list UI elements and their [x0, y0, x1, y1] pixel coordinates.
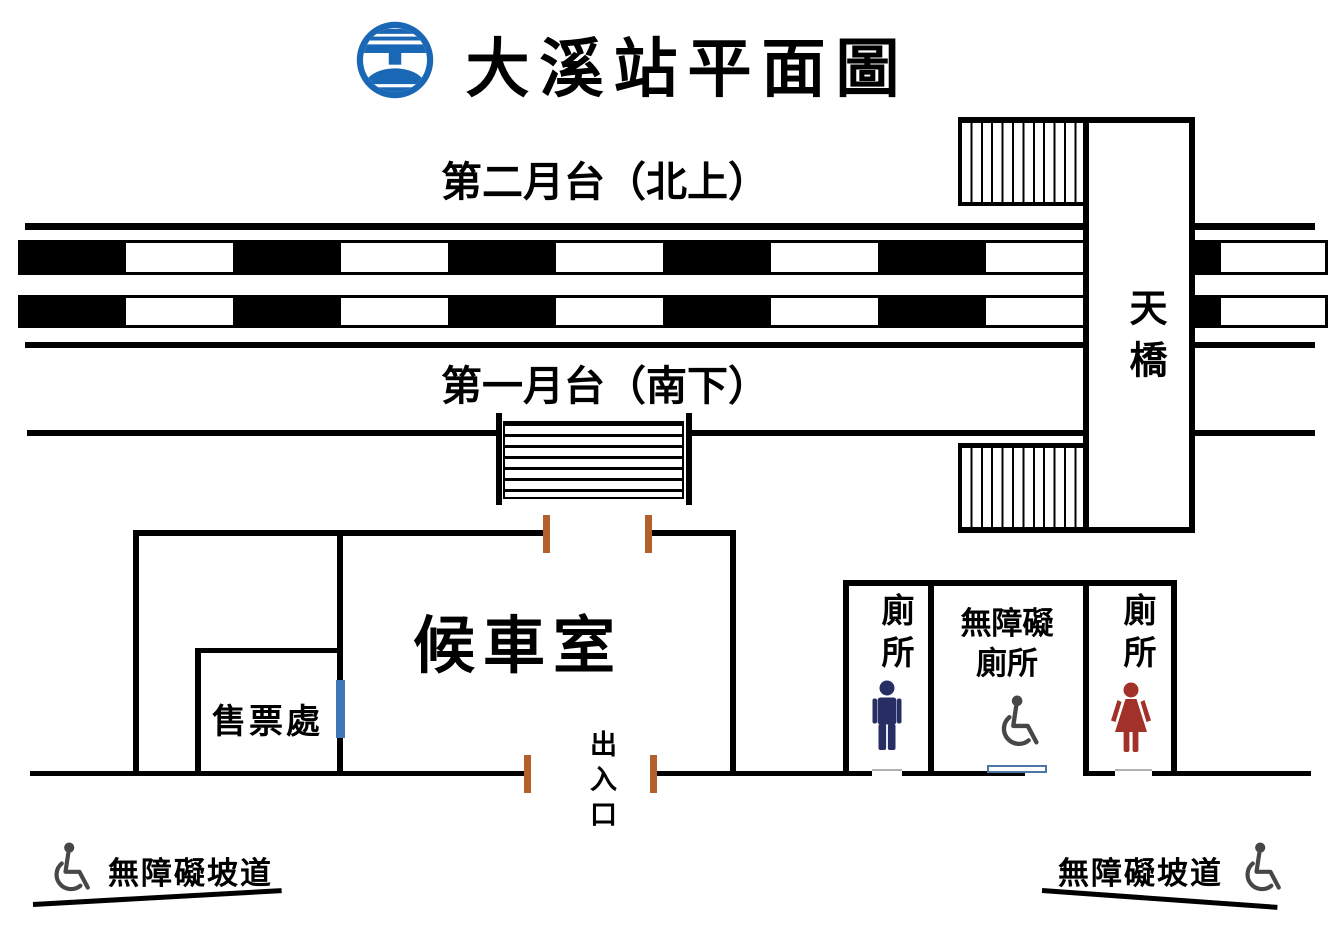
track-upper-rail-left	[25, 223, 1083, 230]
footbridge-right-wall	[1189, 117, 1195, 533]
track-sleepers-north-right	[1192, 240, 1328, 275]
ground-line	[30, 771, 527, 776]
ticket-office-top-wall	[195, 648, 340, 653]
toilet-wall	[928, 580, 934, 776]
toilet-wall	[1171, 580, 1177, 776]
steps-left-post	[496, 413, 502, 505]
waiting-room-inner-wall	[337, 530, 343, 775]
waiting-room-top-wall	[651, 530, 736, 536]
ground-line	[653, 771, 872, 776]
platform1-edge-line	[27, 430, 496, 436]
footbridge-top-wall	[958, 117, 1195, 123]
footbridge-bottom-wall	[958, 527, 1195, 533]
track-sleepers-north-left	[18, 240, 1083, 275]
footbridge-label: 天橋	[1123, 288, 1168, 392]
track-sleepers-south-right	[1192, 295, 1328, 328]
accessible-toilet-label-line2: 廁所	[976, 646, 1038, 682]
track-lower-rail-left	[25, 342, 1083, 348]
toilet-top-wall	[843, 580, 1177, 586]
steps-right-post	[686, 413, 692, 505]
entrance-label: 出入口	[585, 730, 616, 835]
platform-gate-post-left	[543, 515, 550, 553]
womens-toilet-label: 廁所	[1118, 593, 1157, 677]
wheelchair-icon	[1245, 842, 1281, 892]
entrance-post-left	[524, 755, 531, 793]
toilet-door-threshold	[1115, 769, 1152, 771]
platform-steps	[503, 421, 684, 499]
footbridge-stairs-south	[958, 443, 1083, 527]
wheelchair-icon	[1001, 695, 1039, 746]
waiting-room-label: 候車室	[412, 609, 623, 682]
footbridge-left-wall	[1083, 117, 1089, 533]
ticket-office-door	[336, 680, 345, 738]
waiting-room-right-wall	[730, 530, 736, 775]
toilet-wall	[843, 580, 849, 776]
platform-gate-post-right	[645, 515, 652, 553]
ramp-right-label: 無障礙坡道	[1058, 856, 1223, 892]
ticket-office-label: 售票處	[212, 702, 323, 742]
track-sleepers-south-left	[18, 295, 1083, 328]
track-upper-rail-right	[1190, 223, 1315, 230]
footbridge-corridor	[1089, 123, 1189, 527]
toilet-wall	[1083, 580, 1089, 776]
toilet-door-threshold	[872, 769, 902, 771]
woman-icon	[1111, 682, 1151, 752]
track-lower-rail-right	[1190, 342, 1315, 348]
taiwan-railways-logo-icon	[356, 21, 434, 99]
platform-1-label: 第一月台（南下）	[441, 362, 769, 410]
platform1-edge-line	[1192, 430, 1315, 436]
ticket-office-left-wall	[195, 648, 201, 775]
waiting-room-left-wall	[133, 530, 139, 775]
ground-line	[1085, 771, 1115, 776]
ground-line	[1152, 771, 1311, 776]
accessible-toilet-threshold	[987, 765, 1047, 773]
platform1-edge-line	[692, 430, 1083, 436]
entrance-post-right	[650, 755, 657, 793]
accessible-toilet-label-line1: 無障礙	[960, 606, 1054, 642]
ground-line	[902, 771, 1025, 776]
mens-toilet-label: 廁所	[876, 593, 915, 677]
man-icon	[872, 680, 902, 750]
platform-2-label: 第二月台（北上）	[441, 158, 769, 206]
ramp-left-label: 無障礙坡道	[108, 856, 273, 892]
page-title: 大溪站平面圖	[465, 32, 910, 107]
wheelchair-icon	[54, 842, 90, 892]
footbridge-stairs-north	[958, 123, 1083, 206]
